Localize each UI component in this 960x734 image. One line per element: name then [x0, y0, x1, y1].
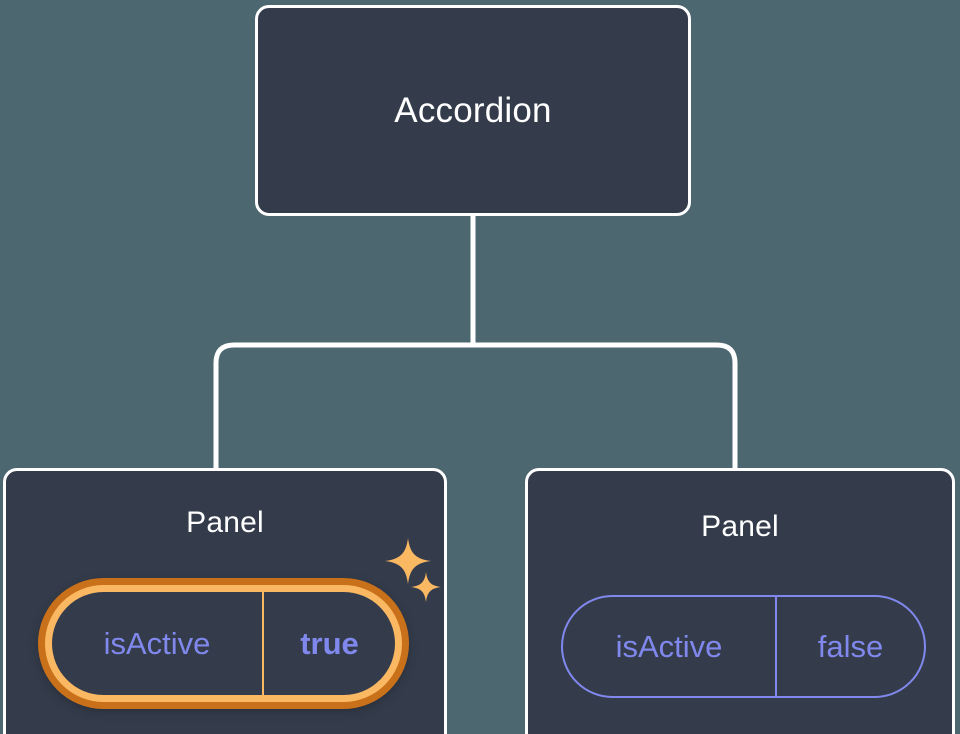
- tree-node-panel-active[interactable]: Panel isActive true: [3, 468, 447, 734]
- prop-value-true: true: [300, 625, 359, 661]
- prop-pill-plain[interactable]: isActive false: [561, 595, 926, 698]
- prop-key-isactive: isActive: [52, 592, 264, 695]
- tree-node-accordion[interactable]: Accordion: [255, 5, 691, 216]
- node-title-accordion: Accordion: [394, 91, 552, 130]
- prop-pill-highlighted[interactable]: isActive true: [38, 578, 409, 709]
- prop-value-false: false: [817, 628, 884, 664]
- tree-node-panel-inactive[interactable]: Panel isActive false: [525, 468, 955, 734]
- node-title-panel: Panel: [701, 510, 779, 543]
- prop-key-isactive: isActive: [563, 597, 777, 696]
- prop-pill-core: isActive true: [52, 592, 395, 695]
- connector-branch-bus: [213, 342, 738, 468]
- prop-pill-inner-ring: isActive true: [45, 585, 402, 702]
- node-title-panel: Panel: [186, 506, 264, 539]
